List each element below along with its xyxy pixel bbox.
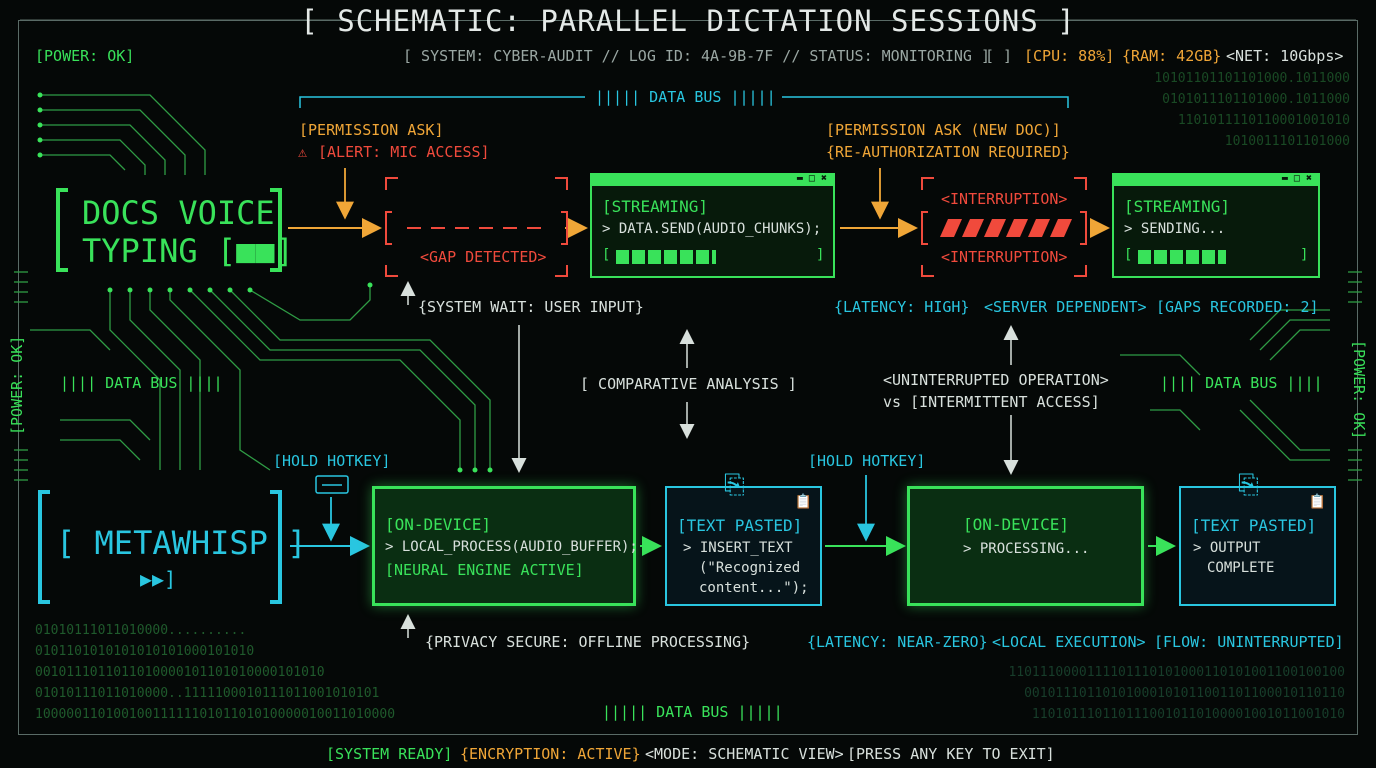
alert-icon: ⚠ (298, 143, 308, 161)
progress-fill-1 (616, 250, 716, 264)
binary-line: 01010111011010000..111110001011101100101… (35, 686, 380, 701)
interruption-bottom: <INTERRUPTION> (941, 248, 1068, 266)
on-device-title-1: [ON-DEVICE] (385, 515, 491, 534)
data-bus-right: |||| DATA BUS |||| (1160, 374, 1323, 392)
binary-line: 0101101010101010101000101010 (35, 644, 255, 659)
pasted1-line2: ("Recognized (699, 560, 801, 576)
footer-exit[interactable]: [PRESS ANY KEY TO EXIT] (847, 745, 1055, 763)
binary-left-bottom: 01010111011010000.......... 010110101010… (35, 620, 395, 725)
uninterrupted-operation: <UNINTERRUPTED OPERATION> (883, 371, 1109, 389)
cpu-readout: [CPU: 88%] (1024, 47, 1115, 65)
permission-ask: [PERMISSION ASK] (299, 121, 444, 139)
text-pasted-box-1: ⎘ 📋 [TEXT PASTED] > INSERT_TEXT ("Recogn… (665, 470, 822, 606)
system-wait: {SYSTEM WAIT: USER INPUT} (418, 298, 644, 316)
on-device-cmd-1: > LOCAL_PROCESS(AUDIO_BUFFER); (385, 539, 638, 555)
clipboard-icon: ⎘ (1238, 470, 1259, 500)
footer-mode: <MODE: SCHEMATIC VIEW> (645, 745, 844, 763)
binary-line: 1010011101101000 (1224, 134, 1350, 149)
vs-intermittent: vs [INTERMITTENT ACCESS] (883, 393, 1100, 411)
binary-line: 10101101101101000.1011000 (1154, 71, 1350, 86)
page-title: [ SCHEMATIC: PARALLEL DICTATION SESSIONS… (300, 4, 1076, 38)
window-controls-icon: ▬ □ ✖ (1281, 173, 1312, 184)
streaming-cmd-1: > DATA.SEND(AUDIO_CHUNKS); (602, 221, 822, 237)
binary-line: 1101110000111101110101000110101001100100… (1008, 665, 1345, 680)
data-bus-top: ||||| DATA BUS ||||| (595, 88, 776, 106)
system-line: [ SYSTEM: CYBER-AUDIT // LOG ID: 4A-9B-7… (403, 47, 990, 65)
power-status: [POWER: OK] (35, 47, 135, 65)
progress-bracket-right: ] (1300, 247, 1309, 263)
latency-near-zero: {LATENCY: NEAR-ZERO} (807, 633, 988, 651)
doc-icon: 📋 (1308, 494, 1326, 510)
power-right: [POWER: OK] (1350, 340, 1368, 440)
net-readout: <NET: 10Gbps> (1226, 47, 1344, 65)
streaming-box-2: ▬ □ ✖ [STREAMING] > SENDING... [ ] (1112, 173, 1320, 278)
on-device-title-2: [ON-DEVICE] (963, 515, 1069, 534)
binary-line: 0010111011011010000101101010000101010 (35, 665, 325, 680)
window-titlebar (592, 175, 833, 186)
binary-line: 1101011101101110010110100001001011001010 (1031, 707, 1345, 722)
outer-frame (18, 20, 1358, 735)
clipboard-icon: ⎘ (724, 470, 745, 500)
data-bus-left: |||| DATA BUS |||| (60, 374, 223, 392)
streaming-cmd-2: > SENDING... (1124, 221, 1226, 237)
flow-uninterrupted: [FLOW: UNINTERRUPTED] (1154, 633, 1344, 651)
pasted2-line2: COMPLETE (1207, 560, 1275, 576)
on-device-box-2: [ON-DEVICE] > PROCESSING... (907, 486, 1144, 606)
hold-hotkey-2: [HOLD HOTKEY] (808, 452, 926, 470)
pasted1-line1: > INSERT_TEXT (683, 540, 793, 556)
alert-mic-access: [ALERT: MIC ACCESS] (318, 143, 490, 161)
docs-label-line2: TYPING [■■] (82, 232, 294, 270)
footer-ready: [SYSTEM READY] (326, 745, 453, 763)
reauth-required: {RE-AUTHORIZATION REQUIRED} (826, 143, 1070, 161)
power-left: [POWER: OK] (8, 335, 26, 435)
progress-bar-2 (1138, 250, 1298, 264)
binary-line: 1000001101001001111110101101010000010011… (35, 707, 396, 722)
on-device-box-1: [ON-DEVICE] > LOCAL_PROCESS(AUDIO_BUFFER… (372, 486, 638, 606)
comparative-analysis: [ COMPARATIVE ANALYSIS ] (580, 375, 797, 393)
window-controls-icon: ▬ □ ✖ (796, 173, 827, 184)
interruption-top: <INTERRUPTION> (941, 190, 1068, 208)
pasted2-line1: > OUTPUT (1193, 540, 1261, 556)
local-execution: <LOCAL EXECUTION> (992, 633, 1146, 651)
gaps-recorded: [GAPS RECORDED: 2] (1156, 298, 1319, 316)
binary-right-bottom: 1101110000111101110101000110101001100100… (950, 662, 1345, 725)
streaming-title-2: [STREAMING] (1124, 197, 1230, 216)
permission-ask-new: [PERMISSION ASK (NEW DOC)] (826, 121, 1061, 139)
server-dependent: <SERVER DEPENDENT> (984, 298, 1147, 316)
progress-bracket-right: ] (816, 247, 825, 263)
progress-bracket-left: [ (602, 247, 611, 263)
ram-readout: {RAM: 42GB} (1122, 47, 1222, 65)
progress-bar-1 (616, 250, 816, 264)
streaming-box-1: ▬ □ ✖ [STREAMING] > DATA.SEND(AUDIO_CHUN… (590, 173, 835, 278)
text-pasted-title-1: [TEXT PASTED] (677, 516, 803, 535)
bracket-icon: [ ] (985, 47, 1013, 65)
doc-icon: 📋 (794, 494, 812, 510)
latency-high: {LATENCY: HIGH} (834, 298, 970, 316)
on-device-cmd-2: > PROCESSING... (963, 541, 1090, 557)
gap-detected: <GAP DETECTED> (420, 248, 547, 266)
hold-hotkey-1: [HOLD HOTKEY] (273, 452, 391, 470)
binary-line: 1101011110110001001010 (1177, 113, 1350, 128)
binary-line: 0010111011010100010101100110110001011011… (1024, 686, 1345, 701)
docs-label-line1: DOCS VOICE (82, 194, 275, 232)
streaming-title-1: [STREAMING] (602, 197, 708, 216)
play-icon: ▶▶] (140, 567, 177, 591)
binary-line: 01010111011010000.......... (35, 623, 247, 638)
binary-line: 0101011101101000.1011000 (1162, 92, 1350, 107)
progress-fill-2 (1138, 250, 1226, 264)
footer-encryption: {ENCRYPTION: ACTIVE} (460, 745, 641, 763)
privacy-secure: {PRIVACY SECURE: OFFLINE PROCESSING} (425, 633, 751, 651)
binary-right-top: 10101101101101000.1011000 01010111011010… (1030, 68, 1350, 152)
window-titlebar (1114, 175, 1318, 186)
text-pasted-title-2: [TEXT PASTED] (1191, 516, 1317, 535)
data-bus-bottom: ||||| DATA BUS ||||| (602, 703, 783, 721)
progress-bracket-left: [ (1124, 247, 1133, 263)
pasted1-line3: content..."); (699, 580, 809, 596)
metawhisp-label: [ METAWHISP ] (56, 524, 307, 562)
text-pasted-box-2: ⎘ 📋 [TEXT PASTED] > OUTPUT COMPLETE (1179, 470, 1336, 606)
neural-engine: [NEURAL ENGINE ACTIVE] (385, 561, 584, 579)
